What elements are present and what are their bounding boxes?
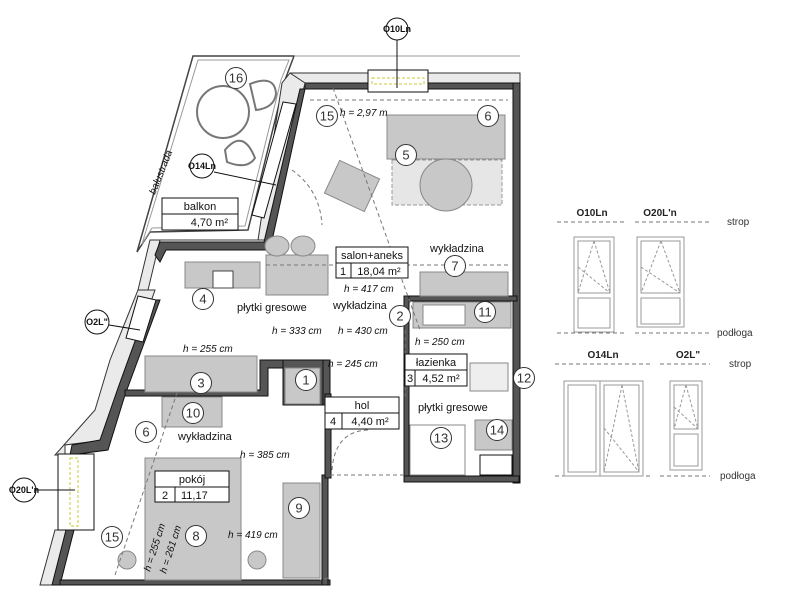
floor-material-label: wykładzina — [332, 300, 388, 312]
marker-circle — [316, 105, 338, 127]
room-label-lazienka: łazienka 3 4,52 m² — [404, 353, 468, 387]
height-label: h = 430 cm — [338, 326, 388, 337]
marker-number: 13 — [434, 431, 448, 446]
marker-number: 15 — [320, 109, 334, 124]
marker-circle — [225, 67, 247, 89]
room-area: 18,04 m² — [357, 266, 401, 278]
height-label: h = 250 cm — [415, 337, 465, 348]
window-o10ln — [367, 69, 429, 93]
room-name: hol — [355, 400, 370, 412]
marker-number: 1 — [302, 373, 309, 388]
marker-number: 11 — [478, 305, 492, 320]
room-area: 4,40 m² — [351, 416, 389, 428]
room-number: 1 — [340, 266, 346, 278]
window-o2l — [125, 295, 157, 343]
marker-circle — [477, 105, 499, 127]
floor-material-label: płytki gresowe — [418, 402, 488, 414]
room-name: łazienka — [416, 357, 457, 369]
marker-number: 5 — [402, 148, 409, 163]
room-label-balkon: balkon 4,70 m² — [161, 197, 239, 231]
marker-circle — [444, 255, 466, 277]
legend-window-label: O20L'n — [643, 208, 677, 219]
marker-number: 2 — [396, 309, 403, 324]
marker-circle — [486, 419, 508, 441]
armchair — [323, 159, 381, 213]
marker-circle — [474, 301, 496, 323]
legend-floor-label: podłoga — [717, 328, 753, 339]
marker-number: 15 — [105, 530, 119, 545]
floor-material-label: wykładzina — [177, 431, 233, 443]
legend-floor-label: podłoga — [720, 471, 756, 482]
marker-circle — [430, 427, 452, 449]
window-o14ln — [251, 101, 297, 219]
marker-number: 4 — [199, 292, 206, 307]
floor-material-label: wykładzina — [429, 243, 485, 255]
legend-ceiling-label: strop — [729, 359, 752, 370]
marker-number: 6 — [484, 109, 491, 124]
room-area: 4,70 m² — [191, 217, 229, 229]
marker-circle — [190, 372, 212, 394]
height-label: h = 417 cm — [344, 284, 394, 295]
marker-circle — [295, 369, 317, 391]
marker-circle — [185, 525, 207, 547]
legend-window-label: O2L" — [676, 350, 700, 361]
marker-number: 10 — [186, 406, 200, 421]
window-o20ln — [57, 453, 95, 531]
height-label: h = 333 cm — [272, 326, 322, 337]
room-label-salon: salon+aneks 1 18,04 m² — [335, 246, 409, 279]
marker-number: 7 — [451, 259, 458, 274]
room-area: 4,52 m² — [422, 373, 460, 385]
marker-number: 8 — [192, 529, 199, 544]
window-tag: O14Ln — [188, 161, 216, 171]
marker-number: 9 — [295, 501, 302, 516]
marker-circle — [513, 367, 535, 389]
window-tag: O2L" — [86, 317, 108, 327]
height-label: h = 255 cm — [183, 344, 233, 355]
height-label: h = 245 cm — [328, 359, 378, 370]
room-name: salon+aneks — [341, 250, 404, 262]
height-label: h = 419 cm — [228, 530, 278, 541]
marker-number: 14 — [490, 423, 504, 438]
marker-circle — [192, 288, 214, 310]
room-area: 11,17 — [181, 490, 208, 502]
legend-window-label: O14Ln — [587, 350, 618, 361]
marker-circle — [389, 305, 411, 327]
room-number: 2 — [162, 490, 168, 502]
legend-window-label: O10Ln — [576, 208, 607, 219]
marker-number: 6 — [142, 425, 149, 440]
marker-circle — [135, 421, 157, 443]
window-legend: O10Ln O20L'n strop podłoga O14Ln O2L" st… — [555, 208, 756, 482]
room-name: pokój — [179, 474, 205, 486]
room-label-hol: hol 4 4,40 m² — [324, 396, 400, 430]
window-tags: O10Ln O14Ln O2L" O20L'n — [9, 17, 411, 503]
window-tag: O20L'n — [9, 485, 39, 495]
marker-circle — [101, 526, 123, 548]
room-number: 4 — [330, 416, 336, 428]
room-number: 3 — [407, 373, 413, 385]
marker-circle — [182, 402, 204, 424]
room-label-pokoj: pokój 2 11,17 — [154, 470, 230, 503]
height-label: h = 2,97 m — [340, 108, 388, 119]
room-name: balkon — [184, 201, 216, 213]
window-tag: O10Ln — [383, 24, 411, 34]
floor-material-label: płytki gresowe — [237, 302, 307, 314]
marker-circle — [288, 497, 310, 519]
marker-number: 12 — [517, 371, 531, 386]
marker-number: 3 — [197, 376, 204, 391]
height-label: h = 385 cm — [240, 450, 290, 461]
marker-circle — [395, 144, 417, 166]
legend-ceiling-label: strop — [727, 217, 750, 228]
marker-number: 16 — [229, 71, 243, 86]
